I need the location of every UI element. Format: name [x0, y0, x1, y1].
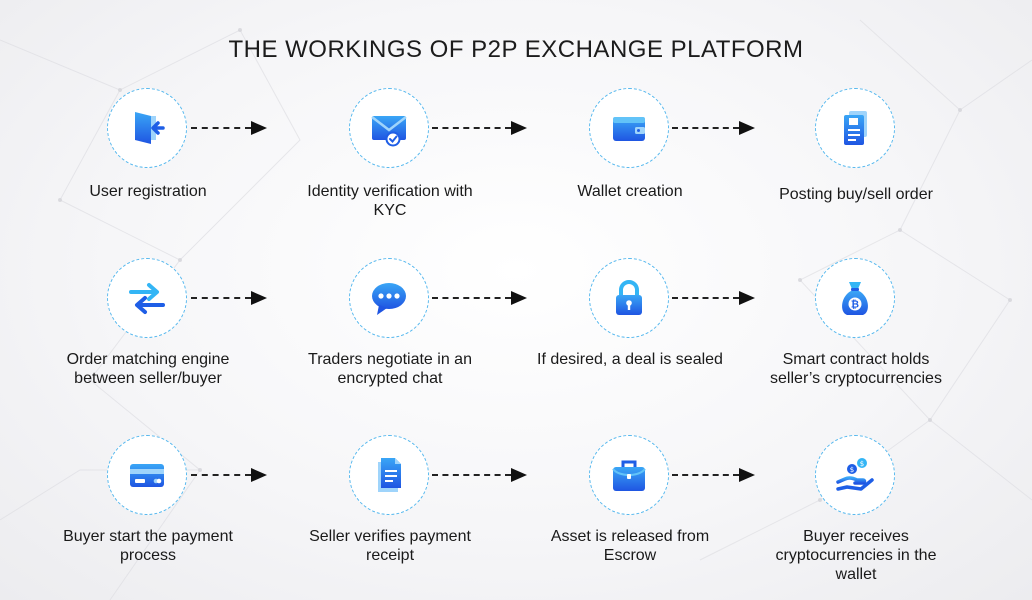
step-label: Order matching engine between seller/buy…	[66, 351, 230, 387]
step-smart-contract: ₿ Smart contract holds seller’s cryptocu…	[756, 258, 956, 418]
swap-arrows-icon	[129, 283, 165, 314]
flow-arrow	[672, 121, 755, 135]
step-circle	[815, 88, 895, 168]
step-buyer-payment: Buyer start the payment process	[48, 435, 248, 595]
step-buyer-receives: $ $ Buyer receives cryptocurrencies in t…	[756, 435, 956, 595]
step-wallet-creation: Wallet creation	[530, 88, 730, 248]
envelope-check-icon	[371, 116, 407, 147]
svg-text:$: $	[860, 460, 864, 468]
step-circle	[589, 258, 669, 338]
flow-arrow	[432, 291, 527, 305]
step-label: If desired, a deal is sealed	[537, 351, 723, 368]
flow-arrow	[432, 121, 527, 135]
step-label: Posting buy/sell order	[779, 186, 933, 203]
flow-arrow	[672, 468, 755, 482]
flow-arrow	[672, 291, 755, 305]
hand-coins-icon: $ $	[836, 458, 874, 491]
flow-arrow	[191, 468, 267, 482]
step-order-matching: Order matching engine between seller/buy…	[48, 258, 248, 418]
svg-text:₿: ₿	[851, 299, 859, 311]
step-circle	[107, 88, 187, 168]
step-label: User registration	[89, 183, 207, 200]
step-seller-verifies: Seller verifies payment receipt	[290, 435, 490, 595]
step-circle	[349, 88, 429, 168]
step-label: Identity verification with KYC	[307, 183, 473, 219]
step-label: Buyer receives cryptocurrencies in the w…	[775, 528, 937, 583]
diagram-title: THE WORKINGS OF P2P EXCHANGE PLATFORM	[228, 36, 804, 63]
step-deal-sealed: If desired, a deal is sealed	[530, 258, 730, 418]
bitcoin-bag-icon: ₿	[842, 282, 868, 315]
step-traders-negotiate: Traders negotiate in an encrypted chat	[290, 258, 490, 418]
step-label: Asset is released from Escrow	[550, 528, 710, 564]
step-circle	[107, 258, 187, 338]
flow-arrow	[191, 121, 267, 135]
svg-text:$: $	[850, 466, 854, 474]
step-asset-released: Asset is released from Escrow	[530, 435, 730, 595]
step-circle	[107, 435, 187, 515]
wallet-icon	[613, 117, 645, 141]
padlock-icon	[616, 280, 642, 315]
step-label: Wallet creation	[577, 183, 683, 200]
step-label: Buyer start the payment process	[63, 528, 233, 564]
step-circle	[349, 435, 429, 515]
step-user-registration: User registration	[48, 88, 248, 248]
credit-card-icon	[130, 464, 164, 487]
step-circle	[589, 88, 669, 168]
chat-bubble-icon	[372, 283, 406, 315]
step-label: Traders negotiate in an encrypted chat	[308, 351, 472, 387]
step-label: Seller verifies payment receipt	[309, 528, 471, 564]
flow-arrow	[432, 468, 527, 482]
step-circle	[349, 258, 429, 338]
flow-arrow	[191, 291, 267, 305]
briefcase-icon	[612, 460, 646, 491]
step-posting-order: Posting buy/sell order	[756, 88, 956, 248]
step-label: Smart contract holds seller’s cryptocurr…	[770, 351, 942, 387]
order-document-icon	[844, 111, 867, 145]
door-enter-icon	[135, 112, 165, 144]
step-circle: $ $	[815, 435, 895, 515]
step-circle	[589, 435, 669, 515]
step-circle: ₿	[815, 258, 895, 338]
step-identity-verification: Identity verification with KYC	[290, 88, 490, 248]
receipt-document-icon	[378, 458, 401, 492]
